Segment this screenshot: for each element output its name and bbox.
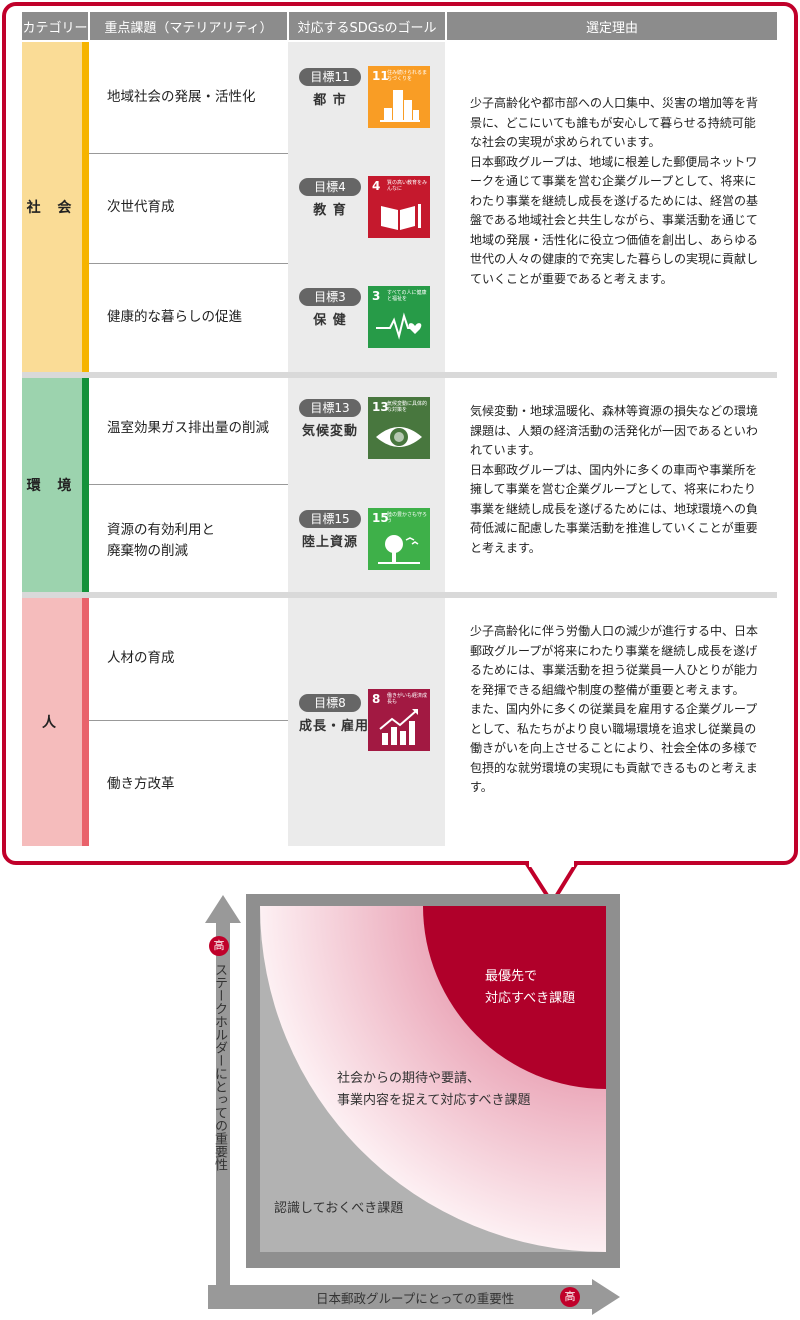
goal-15: 目標15 陸上資源 [299, 510, 361, 550]
goal-name: 教 育 [313, 203, 347, 218]
y-axis-high-badge: 高 [209, 936, 229, 956]
reason-people: 少子高齢化に伴う労働人口の減少が進行する中、日本郵政グループが将来にわたり事業を… [447, 598, 777, 846]
category-bar-environment [82, 378, 89, 592]
goal-name: 都 市 [313, 93, 347, 108]
row-divider [89, 720, 288, 721]
eye-glyph [376, 427, 422, 447]
x-axis-arrow [208, 1279, 620, 1315]
icon-text: 陸の豊かさも守ろう [387, 512, 428, 524]
tree-bird-icon: 15 陸の豊かさも守ろう [368, 508, 430, 570]
issue-talent-development: 人材の育成 [107, 650, 175, 666]
icon-number: 15 [372, 511, 389, 525]
tree-glyph [378, 535, 420, 564]
goal-name: 成長・雇用 [299, 719, 370, 734]
y-axis-arrow [205, 895, 241, 1295]
goal-label: 目標13 [299, 399, 361, 417]
header-reason: 選定理由 [447, 12, 777, 40]
city-buildings-icon: 11 住み続けられるまちづくりを [368, 66, 430, 128]
group-separator [22, 372, 777, 378]
issue-ghg-reduction: 温室効果ガス排出量の削減 [107, 420, 269, 436]
category-people: 人 [22, 598, 82, 846]
category-environment: 環 境 [22, 378, 82, 592]
icon-number: 3 [372, 289, 381, 303]
goal-label: 目標3 [299, 288, 361, 306]
goal-label: 目標15 [299, 510, 361, 528]
icon-number: 8 [372, 692, 381, 706]
header-sdg: 対応するSDGsのゴール [289, 12, 445, 40]
issue-next-generation: 次世代育成 [107, 199, 175, 215]
goal-name: 気候変動 [301, 424, 358, 439]
reason-text: 少子高齢化に伴う労働人口の減少が進行する中、日本郵政グループが将来にわたり事業を… [470, 624, 759, 794]
issue-regional-development: 地域社会の発展・活性化 [107, 89, 256, 105]
matrix-plot-area: 最優先で 対応すべき課題 社会からの期待や要請、 事業内容を捉えて対応すべき課題… [260, 906, 606, 1252]
y-axis-label: ステークホルダーにとっての重要性 [212, 963, 227, 1171]
book-glyph [381, 204, 421, 230]
category-bar-society [82, 42, 89, 372]
icon-text: 働きがいも経済成長も [387, 693, 428, 705]
goal-13: 目標13 気候変動 [299, 399, 361, 439]
goal-11: 目標11 都 市 [299, 68, 361, 108]
issue-healthy-living: 健康的な暮らしの促進 [107, 309, 242, 325]
row-divider [89, 484, 288, 485]
row-divider [89, 263, 288, 264]
icon-number: 13 [372, 400, 389, 414]
issues-society: 地域社会の発展・活性化 次世代育成 健康的な暮らしの促進 [89, 42, 288, 372]
goal-label: 目標4 [299, 178, 361, 196]
label-low-priority: 認識しておくべき課題 [274, 1201, 404, 1216]
x-axis-label: 日本郵政グループにとっての重要性 [316, 1291, 515, 1306]
reason-society: 少子高齢化や都市部への人口集中、災害の増加等を背景に、どこにいても誰もが安心して… [447, 42, 777, 372]
reason-text: 気候変動・地球温暖化、森林等資源の損失などの環境課題は、人類の経済活動の活発化が… [470, 404, 759, 555]
heartbeat-glyph [376, 312, 422, 340]
header-category: カテゴリー [22, 12, 88, 40]
icon-number: 11 [372, 69, 389, 83]
growth-glyph [379, 709, 418, 745]
issue-resource-use: 資源の有効利用と 廃棄物の削減 [107, 522, 215, 559]
icon-text: 住み続けられるまちづくりを [387, 70, 428, 82]
goal-label: 目標11 [299, 68, 361, 86]
goal-4: 目標4 教 育 [299, 178, 361, 218]
reason-text: 少子高齢化や都市部への人口集中、災害の増加等を背景に、どこにいても誰もが安心して… [470, 96, 759, 286]
goal-8: 目標8 成長・雇用 [299, 694, 370, 734]
callout-pointer [525, 858, 578, 905]
growth-chart-icon: 8 働きがいも経済成長も [368, 689, 430, 751]
category-bar-people [82, 598, 89, 846]
icon-text: すべての人に健康と福祉を [387, 290, 427, 302]
goal-3: 目標3 保 健 [299, 288, 361, 328]
group-separator [22, 592, 777, 598]
book-icon: 4 質の高い教育をみんなに [368, 176, 430, 238]
icon-number: 4 [372, 179, 381, 193]
goal-label: 目標8 [299, 694, 361, 712]
issues-people: 人材の育成 働き方改革 [89, 598, 288, 846]
issues-environment: 温室効果ガス排出量の削減 資源の有効利用と 廃棄物の削減 [89, 378, 288, 592]
label-middle-priority: 社会からの期待や要請、 事業内容を捉えて対応すべき課題 [337, 1071, 531, 1108]
eye-globe-icon: 13 気候変動に具体的な対策を [368, 397, 430, 459]
goal-name: 保 健 [313, 313, 347, 328]
materiality-matrix: 最優先で 対応すべき課題 社会からの期待や要請、 事業内容を捉えて対応すべき課題… [246, 894, 620, 1268]
icon-text: 質の高い教育をみんなに [387, 180, 428, 192]
x-axis-high-badge: 高 [560, 1287, 580, 1307]
city-glyph [380, 90, 420, 122]
row-divider [89, 153, 288, 154]
matrix-zones [260, 906, 606, 1252]
heartbeat-icon: 3 すべての人に健康と福祉を [368, 286, 430, 348]
issue-work-style-reform: 働き方改革 [107, 776, 175, 792]
category-society: 社 会 [22, 42, 82, 372]
goal-name: 陸上資源 [301, 535, 358, 550]
icon-text: 気候変動に具体的な対策を [387, 401, 428, 413]
header-issue: 重点課題（マテリアリティ） [90, 12, 287, 40]
label-top-priority: 最優先で 対応すべき課題 [485, 969, 576, 1006]
reason-environment: 気候変動・地球温暖化、森林等資源の損失などの環境課題は、人類の経済活動の活発化が… [447, 378, 777, 592]
